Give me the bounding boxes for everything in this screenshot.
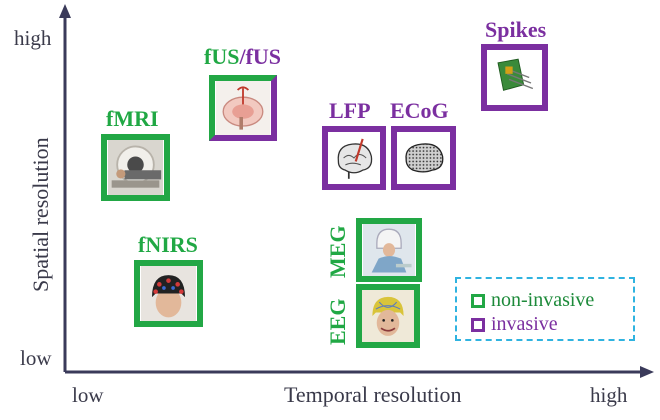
- y-axis-arrow: [59, 4, 71, 18]
- fus-label: fUS/fUS: [204, 44, 281, 70]
- non-invasive-swatch: [471, 293, 485, 308]
- eeg-image: [356, 284, 420, 348]
- meg-scanner-icon: [363, 224, 415, 276]
- fus-label-slash: /: [239, 44, 246, 69]
- brain-section-icon: [216, 81, 270, 135]
- eeg-cap-icon: [362, 290, 414, 342]
- fnirs-image: [134, 260, 203, 327]
- y-tick-high: high: [14, 26, 52, 50]
- ecog-label: ECoG: [390, 98, 449, 123]
- lfp-image: [322, 126, 386, 190]
- legend-non-invasive-label: non-invasive: [491, 289, 595, 311]
- spikes-label: Spikes: [485, 17, 547, 42]
- fus-image: [209, 75, 277, 141]
- fmri-image: [101, 134, 170, 201]
- y-axis-label: Spatial resolution: [28, 137, 53, 292]
- fus-label-b: fUS: [245, 44, 282, 69]
- legend-invasive-label: invasive: [491, 313, 558, 335]
- x-tick-high: high: [590, 383, 628, 407]
- ecog-image: [391, 126, 456, 190]
- invasive-swatch: [471, 317, 485, 332]
- legend: non-invasive invasive: [455, 277, 635, 341]
- spikes-image: [481, 44, 548, 111]
- x-axis-arrow: [640, 366, 654, 378]
- y-tick-low: low: [20, 346, 52, 370]
- fmri-label: fMRI: [106, 106, 159, 131]
- mri-scanner-icon: [108, 140, 163, 195]
- fnirs-label: fNIRS: [138, 232, 198, 257]
- meg-label: MEG: [325, 225, 350, 278]
- x-axis-label: Temporal resolution: [284, 382, 462, 407]
- x-tick-low: low: [72, 383, 104, 407]
- brain-grid-icon: [397, 132, 450, 184]
- legend-non-invasive: non-invasive: [471, 289, 594, 312]
- eeg-label: EEG: [325, 298, 350, 345]
- meg-image: [356, 218, 422, 282]
- legend-invasive: invasive: [471, 313, 558, 336]
- brain-electrode-icon: [328, 132, 380, 184]
- nirs-cap-icon: [141, 266, 196, 321]
- lfp-label: LFP: [329, 98, 371, 123]
- fus-label-a: fUS: [204, 44, 240, 69]
- microelectrode-array-icon: [487, 50, 542, 105]
